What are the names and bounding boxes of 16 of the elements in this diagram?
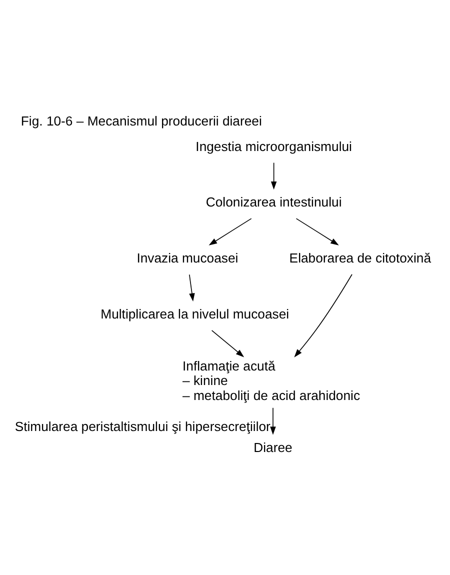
- arrow: [270, 162, 276, 190]
- node-text: Ingestia microorganismului: [195, 138, 352, 154]
- arrow: [270, 407, 276, 435]
- node-text: Diaree: [253, 440, 292, 455]
- arrow: [188, 274, 194, 302]
- arrow: [295, 218, 338, 246]
- diagram-title: Fig. 10-6 – Mecanismul producerii diareei: [20, 113, 262, 128]
- node-text: Colonizarea intestinului: [205, 194, 342, 210]
- node-text: Inflamaţie acută – kinine – metaboliţi de acid arahidonic: [182, 358, 360, 404]
- edge-label: Stimularea peristaltismului şi hipersecreţiilor: [14, 419, 270, 434]
- arrow: [208, 218, 252, 246]
- node-text: Invazia mucoasei: [136, 250, 238, 266]
- node-text: Multiplicarea la nivelul mucoasei: [100, 306, 289, 322]
- node-text: Elaborarea de citotoxină: [288, 250, 431, 266]
- arrow: [210, 330, 244, 358]
- arrow: [294, 274, 352, 358]
